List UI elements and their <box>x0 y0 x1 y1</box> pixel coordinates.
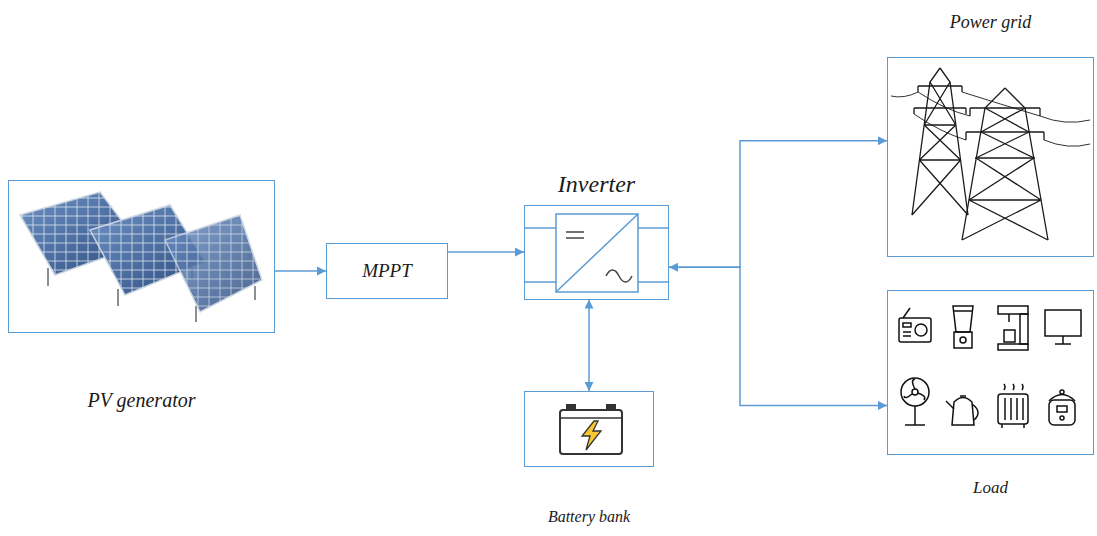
label-holder: Inverter <box>554 171 639 199</box>
inverter-symbol <box>524 214 669 292</box>
box-frame <box>524 391 654 467</box>
node-label: Power grid <box>946 12 1036 33</box>
node-label: Battery bank <box>544 508 634 526</box>
box-frame: MPPT <box>326 243 448 299</box>
inverter-box: Inverter <box>524 171 669 300</box>
box-frame <box>887 57 1094 257</box>
label-holder: Power grid <box>946 12 1036 33</box>
battery-icon <box>560 404 622 454</box>
box-frame <box>524 205 669 300</box>
appliance-icons <box>899 306 1081 428</box>
pv-generator-box: PV generator <box>8 180 275 412</box>
battery-box: Battery bank <box>524 391 654 526</box>
node-label: Inverter <box>554 171 639 199</box>
connector <box>669 141 887 268</box>
label-holder: Battery bank <box>544 508 634 526</box>
mppt-box: MPPT <box>326 243 448 299</box>
pylon-illustration <box>891 68 1090 240</box>
load-box: Load <box>887 290 1094 498</box>
label-holder: PV generator <box>84 389 200 412</box>
solar-panels <box>20 192 262 322</box>
box-frame <box>8 180 275 333</box>
node-label: Load <box>969 478 1012 498</box>
connector <box>275 270 326 272</box>
node-label: MPPT <box>358 260 416 282</box>
node-label: PV generator <box>84 389 200 412</box>
box-frame <box>887 290 1094 455</box>
connector <box>669 267 887 405</box>
label-holder: Load <box>969 478 1012 498</box>
grid-box: Power grid <box>887 12 1094 257</box>
connector <box>448 251 524 253</box>
connector <box>588 300 590 391</box>
